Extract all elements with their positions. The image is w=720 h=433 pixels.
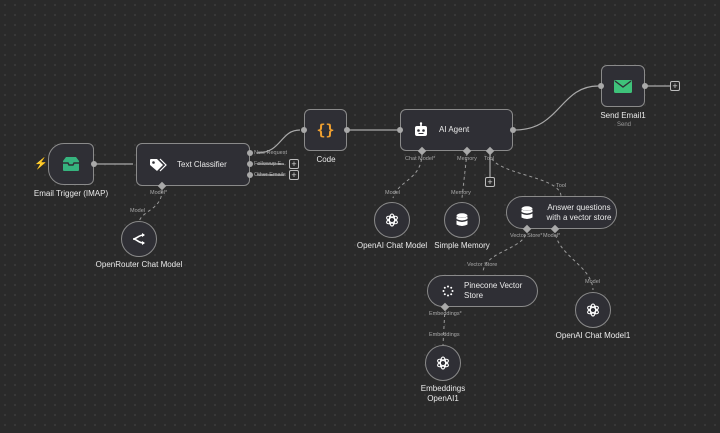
edge-pinecone-embeddings [442,307,446,346]
send-email-input-port[interactable] [598,83,604,89]
tool-model-port-label: Model* [543,233,561,239]
pinecone-port-label: Vector Store [467,262,498,268]
classifier-output-port-1[interactable] [247,150,253,156]
openai-icon [437,356,449,370]
answer-questions-tool-node[interactable]: Answer questions with a vector store [506,196,617,229]
output-label-new-request: New Request [254,150,288,156]
embeddings-openai-node[interactable] [425,345,461,381]
agent-input-port[interactable] [397,127,403,133]
edge-classifier-openrouter [138,189,163,223]
classifier-output-port-3[interactable] [247,172,253,178]
openai-icon [587,303,599,317]
agent-chat-model-port-label: Chat Model* [405,156,436,162]
output-label-other-emails: Other Emails [254,172,286,178]
openai-chat-model-node[interactable] [374,202,410,238]
add-node-after-send-button[interactable]: + [670,81,680,91]
add-node-followup-button[interactable]: + [289,159,299,169]
openrouter-port-label: Model [130,208,145,214]
openrouter-chat-model-node[interactable] [121,221,157,257]
add-tool-button[interactable]: + [485,177,495,187]
inbox-icon [63,157,79,171]
pinecone-vector-store-node[interactable]: Pinecone Vector Store [427,275,538,307]
send-email-node[interactable] [601,65,645,107]
email-trigger-node[interactable] [48,143,94,185]
code-node[interactable]: {} [304,109,347,151]
simple-memory-label: Simple Memory [434,241,490,250]
tool-vector-store-port-label: Vector Store* [510,233,543,239]
embeddings-openai-label: Embeddings OpenAI1 [420,384,466,403]
openai-chat-port-label: Model [385,190,400,196]
send-email-output-port[interactable] [642,83,648,89]
tag-icon [150,158,167,171]
openai-icon [386,213,398,227]
pinecone-title: Pinecone Vector Store [464,281,523,300]
edge-tool-pinecone [482,228,528,273]
pinecone-embeddings-port-label: Embeddings* [429,311,462,317]
edge-agent-memory [461,152,468,199]
text-classifier-title: Text Classifier [177,159,227,169]
openai-chat-model-1-label: OpenAI Chat Model1 [555,331,631,340]
simple-memory-node[interactable] [444,202,480,238]
trigger-bolt-icon: ⚡ [34,158,48,170]
edge-classifier-code [256,129,301,154]
edge-agent-openai [392,152,423,199]
agent-memory-port-label: Memory [457,156,477,162]
ai-agent-node[interactable]: AI Agent [400,109,513,151]
send-email-label: Send Email1 [600,111,646,120]
code-input-port[interactable] [301,127,307,133]
code-label: Code [316,155,336,164]
database-icon [456,213,468,226]
openai-chat-model-label: OpenAI Chat Model [356,241,428,250]
trigger-output-port[interactable] [91,161,97,167]
answer-tool-port-label: Tool [556,183,567,189]
ai-agent-title: AI Agent [439,125,470,135]
add-node-other-button[interactable]: + [289,170,299,180]
robot-icon [415,122,427,136]
database-icon [521,205,533,219]
text-classifier-node[interactable]: Text Classifier [136,143,250,186]
edge-agent-answertool [489,152,562,197]
openrouter-icon [132,233,145,245]
code-output-port[interactable] [344,127,350,133]
embeddings-port-label: Embeddings [429,332,460,338]
agent-output-port[interactable] [510,127,516,133]
email-trigger-label: Email Trigger (IMAP) [33,189,109,198]
simple-memory-port-label: Memory [451,190,471,196]
agent-tool-port-label: Tool [484,156,495,162]
openai-chat-1-port-label: Model [585,279,600,285]
pinecone-icon [442,285,454,297]
answer-tool-title: Answer questions with a vector store [546,202,612,222]
braces-icon: {} [316,121,335,139]
classifier-output-port-2[interactable] [247,161,253,167]
openrouter-label: OpenRouter Chat Model [95,260,183,269]
send-email-subtitle: Send [617,122,632,128]
mail-icon [614,79,632,93]
openai-chat-model-1-node[interactable] [575,292,611,328]
classifier-model-port-label: Model* [150,190,168,196]
edge-agent-sendemail [514,85,599,131]
edge-tool-openai1 [554,228,594,291]
output-label-followup: Followup E... [254,161,286,167]
